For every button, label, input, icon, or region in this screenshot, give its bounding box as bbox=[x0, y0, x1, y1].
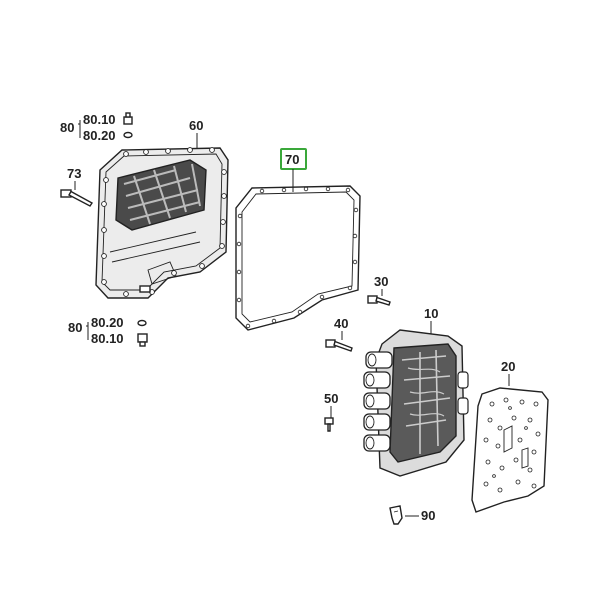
label-70: 70 bbox=[285, 152, 299, 167]
oil-pan-icon[interactable] bbox=[95, 147, 229, 299]
label-73: 73 bbox=[67, 166, 81, 181]
drain-plug-bottom-icon[interactable] bbox=[137, 333, 148, 347]
callout-group-80-bottom[interactable]: 80 80.20 80.10 bbox=[68, 315, 124, 346]
valve-body-icon[interactable] bbox=[363, 329, 469, 477]
callout-70[interactable]: 70 bbox=[280, 148, 307, 192]
label-20: 20 bbox=[501, 359, 515, 374]
label-30: 30 bbox=[374, 274, 388, 289]
label-90: 90 bbox=[421, 508, 435, 523]
separator-plate-icon[interactable] bbox=[471, 387, 549, 513]
bolt-40-icon[interactable] bbox=[325, 339, 353, 352]
label-10: 10 bbox=[424, 306, 438, 321]
callout-73[interactable]: 73 bbox=[67, 166, 81, 190]
callout-30[interactable]: 30 bbox=[374, 274, 388, 296]
clip-90-icon[interactable] bbox=[389, 505, 403, 525]
callout-group-80-top[interactable]: 80 80.10 80.20 bbox=[60, 112, 116, 143]
bolt-30-icon[interactable] bbox=[367, 295, 391, 306]
drain-plug-icon[interactable] bbox=[123, 112, 133, 125]
washer-icon[interactable] bbox=[123, 131, 133, 139]
callout-50[interactable]: 50 bbox=[324, 391, 338, 418]
callout-20[interactable]: 20 bbox=[501, 359, 515, 386]
label-60: 60 bbox=[189, 118, 203, 133]
callout-90[interactable]: 90 bbox=[405, 508, 435, 523]
bolt-73-icon[interactable] bbox=[60, 189, 94, 207]
washer-bottom-icon[interactable] bbox=[137, 319, 147, 327]
label-80-top: 80 bbox=[60, 120, 74, 135]
label-80-10-top: 80.10 bbox=[83, 112, 116, 127]
label-50: 50 bbox=[324, 391, 338, 406]
bolt-50-icon[interactable] bbox=[324, 417, 334, 432]
gasket-icon[interactable] bbox=[235, 185, 361, 331]
label-80-10-bottom: 80.10 bbox=[91, 331, 124, 346]
label-40: 40 bbox=[334, 316, 348, 331]
callout-40[interactable]: 40 bbox=[334, 316, 348, 340]
label-80-20-bottom: 80.20 bbox=[91, 315, 124, 330]
label-80-20-top: 80.20 bbox=[83, 128, 116, 143]
label-80-bottom: 80 bbox=[68, 320, 82, 335]
